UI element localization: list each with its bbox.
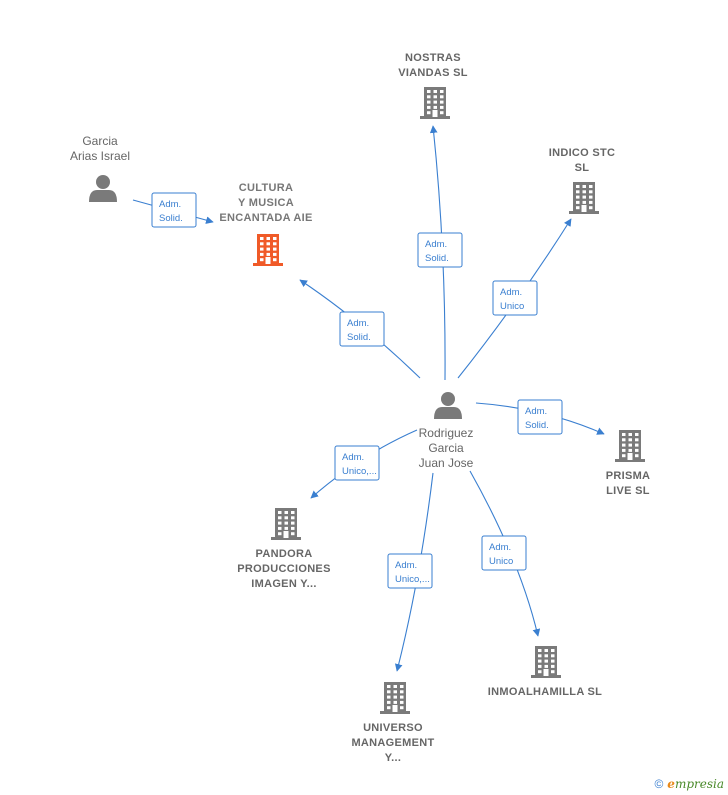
node-label-line: VIANDAS SL <box>398 67 468 79</box>
edge-central-nostras: Adm. Solid. <box>417 125 463 381</box>
building-icon <box>380 682 410 714</box>
edge-label-line: Solid. <box>425 253 449 264</box>
node-label-line: CULTURA <box>239 182 293 194</box>
node-label-line: PRODUCCIONES <box>237 563 330 575</box>
edge-label-box[interactable] <box>151 192 197 228</box>
node-label-line: NOSTRAS <box>405 52 461 64</box>
node-label-line: IMAGEN Y... <box>251 578 316 590</box>
edge-label-box[interactable] <box>339 311 385 347</box>
node-label-line: PRISMA <box>606 470 651 482</box>
edge-label-line: Solid. <box>159 213 183 224</box>
node-inmoal[interactable]: INMOALHAMILLA SL <box>488 646 602 698</box>
edge-central-indico: Adm. Unico <box>457 218 572 379</box>
node-label-line: INMOALHAMILLA SL <box>488 686 602 698</box>
edge-central-prisma: Adm. Solid. <box>475 399 605 435</box>
node-label-line: UNIVERSO <box>363 722 423 734</box>
node-cultura[interactable]: CULTURA Y MUSICA ENCANTADA AIE <box>219 182 312 266</box>
edge-label-line: Adm. <box>489 542 511 553</box>
node-label-line: Garcia <box>428 441 464 455</box>
node-label-line: MANAGEMENT <box>351 737 434 749</box>
node-prisma[interactable]: PRISMA LIVE SL <box>606 430 651 497</box>
node-label-line: Garcia <box>82 134 118 148</box>
node-indico[interactable]: INDICO STC SL <box>549 147 616 214</box>
node-label-line: Rodriguez <box>419 426 474 440</box>
edge-central-universo: Adm. Unico,... <box>387 472 434 672</box>
edge-label-line: Adm. <box>525 406 547 417</box>
edge-label-box[interactable] <box>417 232 463 268</box>
node-label-line: SL <box>575 162 590 174</box>
edge-label-box[interactable] <box>517 399 563 435</box>
edge-central-pandora: Adm. Unico,... <box>310 429 418 499</box>
building-icon <box>253 234 283 266</box>
node-label-line: Arias Israel <box>70 149 130 163</box>
edge-label-line: Solid. <box>347 332 371 343</box>
edge-label-line: Adm. <box>500 287 522 298</box>
person-icon <box>89 175 117 202</box>
building-icon <box>615 430 645 462</box>
node-label-line: Y MUSICA <box>238 197 294 209</box>
edges-layer: Adm.Solid.Adm.Solid.Adm.Solid.Adm.UnicoA… <box>132 125 605 672</box>
node-label-line: PANDORA <box>256 548 313 560</box>
edge-label-line: Unico <box>489 556 513 567</box>
node-label-line: INDICO STC <box>549 147 616 159</box>
building-icon <box>420 87 450 119</box>
edge-label-box[interactable] <box>481 535 527 571</box>
edge-label-line: Unico,... <box>395 574 430 585</box>
building-icon <box>569 182 599 214</box>
node-label-line: ENCANTADA AIE <box>219 212 312 224</box>
node-label-line: LIVE SL <box>606 485 650 497</box>
edge-label-line: Adm. <box>425 239 447 250</box>
brand-name: mpresia <box>674 777 724 791</box>
edge-label-line: Adm. <box>159 199 181 210</box>
edge-label-line: Adm. <box>342 452 364 463</box>
edge-label-line: Unico,... <box>342 466 377 477</box>
edge-central-inmoal: Adm. Unico <box>469 470 541 637</box>
copyright-symbol: © <box>654 777 664 791</box>
node-pandora[interactable]: PANDORA PRODUCCIONES IMAGEN Y... <box>237 508 330 590</box>
node-universo[interactable]: UNIVERSO MANAGEMENT Y... <box>351 682 434 764</box>
node-label-line: Juan Jose <box>419 456 474 470</box>
brand-initial: e <box>667 777 675 791</box>
person-icon <box>434 392 462 419</box>
edge-central-cultura: Adm. Solid. <box>299 279 421 379</box>
edge-label-line: Solid. <box>525 420 549 431</box>
edge-label-line: Adm. <box>347 318 369 329</box>
edge-label-box[interactable] <box>492 280 538 316</box>
edge-label-line: Unico <box>500 301 524 312</box>
edge-garcia-cultura: Adm. Solid. <box>132 192 214 228</box>
node-nostras[interactable]: NOSTRAS VIANDAS SL <box>398 52 468 119</box>
node-label-line: Y... <box>385 752 402 764</box>
edge-label-box[interactable] <box>387 553 433 589</box>
edge-label-box[interactable] <box>334 445 380 481</box>
building-icon <box>271 508 301 540</box>
footer-brand: ©empresia <box>654 777 724 791</box>
edge-label-line: Adm. <box>395 560 417 571</box>
building-icon <box>531 646 561 678</box>
